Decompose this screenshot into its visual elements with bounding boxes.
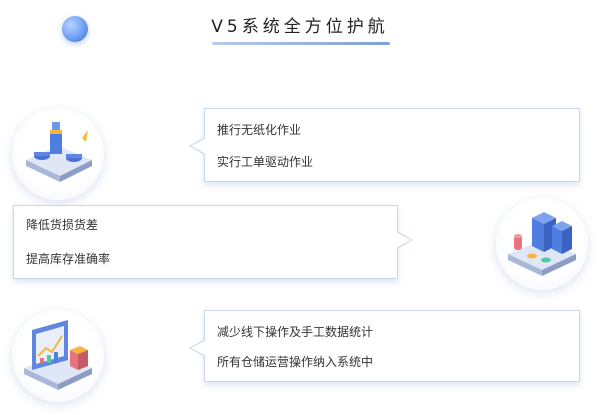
feature-card-1: 推行无纸化作业 实行工单驱动作业 <box>189 108 580 182</box>
feature-card-3: 减少线下操作及手工数据统计 所有仓储运营操作纳入系统中 <box>189 310 580 382</box>
feature-1-line-1: 推行无纸化作业 <box>217 123 302 137</box>
production-line-icon <box>12 108 104 200</box>
feature-card-2: 降低货损货差 提高库存准确率 <box>13 205 413 279</box>
title-underline <box>212 42 390 45</box>
feature-3-line-1: 减少线下操作及手工数据统计 <box>217 325 374 339</box>
feature-3-line-2: 所有仓储运营操作纳入系统中 <box>217 355 374 369</box>
inventory-server-icon <box>496 198 588 290</box>
feature-2-line-1: 降低货损货差 <box>26 218 99 232</box>
feature-1-line-2: 实行工单驱动作业 <box>217 155 314 169</box>
feature-2-line-2: 提高库存准确率 <box>26 252 111 266</box>
data-dashboard-icon <box>12 310 104 402</box>
decorative-ball <box>62 16 88 42</box>
page-title: V5系统全方位护航 <box>211 17 389 37</box>
